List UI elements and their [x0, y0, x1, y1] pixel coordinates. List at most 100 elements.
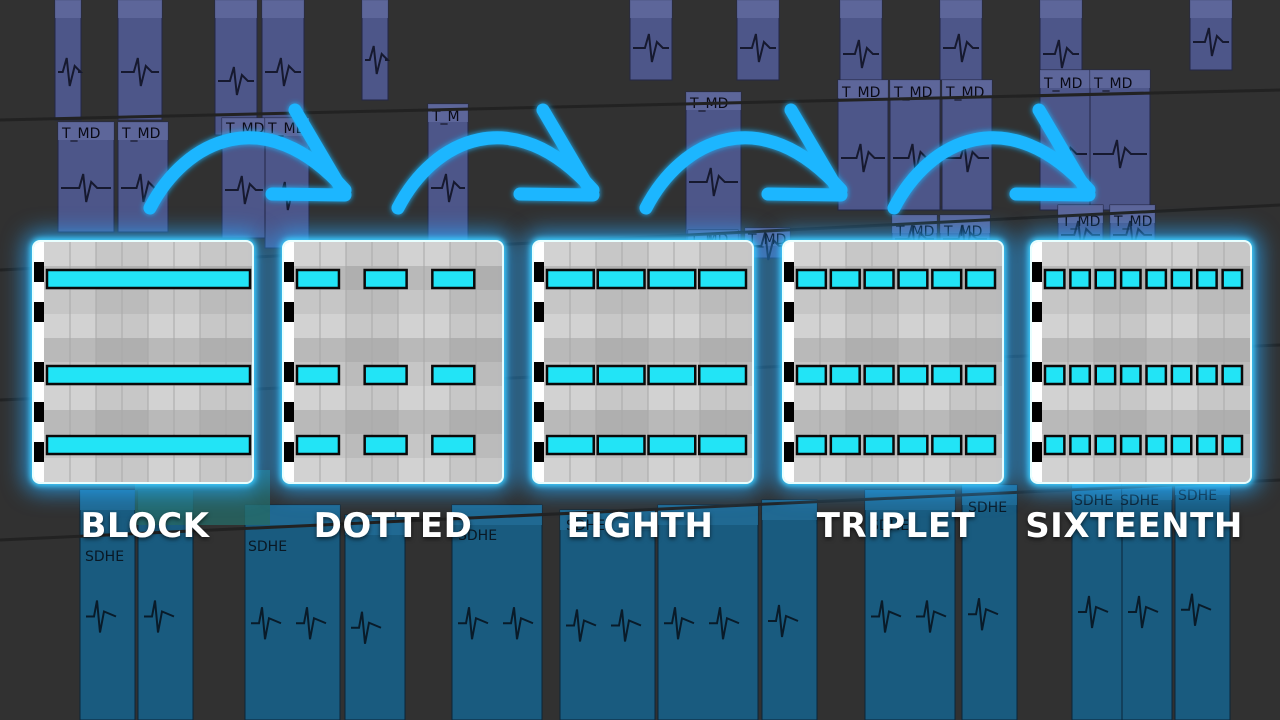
piano-key	[784, 322, 794, 342]
piano-roll-sixteenth	[1032, 242, 1250, 482]
midi-note	[931, 364, 963, 386]
piano-key	[534, 282, 544, 302]
midi-note	[1069, 434, 1091, 456]
blue-audio-clip	[451, 504, 543, 720]
piano-key	[784, 362, 794, 382]
midi-note	[596, 434, 646, 456]
purple-audio-clip	[629, 0, 673, 81]
midi-note	[1196, 268, 1218, 290]
midi-note	[295, 364, 341, 386]
midi-note	[1145, 364, 1168, 386]
piano-key	[34, 362, 44, 382]
clip-label: SDHE	[1074, 493, 1113, 509]
piano-key	[1032, 442, 1042, 462]
midi-note	[1094, 434, 1117, 456]
clip-label: T_M	[431, 109, 460, 125]
midi-note	[964, 268, 997, 290]
piano-key	[534, 442, 544, 462]
purple-audio-clip	[736, 0, 780, 81]
purple-audio-clip	[117, 0, 163, 121]
midi-note	[1043, 434, 1066, 456]
midi-note	[1196, 364, 1218, 386]
midi-note	[363, 364, 408, 386]
midi-note	[545, 434, 595, 456]
blue-audio-clip	[559, 509, 656, 720]
midi-note	[829, 364, 861, 386]
midi-note	[647, 268, 697, 290]
pattern-panel-triplet	[782, 240, 1004, 484]
midi-note	[545, 268, 595, 290]
clip-label: SDHE	[566, 518, 605, 534]
midi-note	[1119, 434, 1142, 456]
midi-note	[1094, 268, 1117, 290]
midi-note	[431, 268, 476, 290]
midi-note	[863, 434, 895, 456]
piano-roll-block	[34, 242, 252, 482]
piano-key	[1032, 422, 1042, 442]
midi-note	[698, 434, 748, 456]
piano-key	[284, 242, 294, 262]
blue-audio-clip	[761, 499, 818, 720]
piano-key	[784, 462, 794, 482]
pattern-panel-eighth	[532, 240, 754, 484]
pattern-label-block: BLOCK	[80, 506, 210, 546]
purple-audio-clip	[1189, 0, 1233, 71]
piano-key	[1032, 402, 1042, 422]
piano-key	[34, 382, 44, 402]
midi-note	[795, 434, 828, 456]
piano-key	[784, 242, 794, 262]
midi-note	[596, 364, 646, 386]
clip-label: T_MD	[1093, 76, 1132, 92]
midi-note	[1145, 268, 1168, 290]
midi-note	[596, 268, 646, 290]
piano-key	[34, 302, 44, 322]
piano-key	[1032, 342, 1042, 362]
piano-key	[534, 382, 544, 402]
midi-note	[1170, 364, 1193, 386]
midi-note	[863, 268, 895, 290]
piano-key	[1032, 362, 1042, 382]
pattern-label-dotted: DOTTED	[313, 506, 473, 546]
piano-key	[784, 442, 794, 462]
midi-note	[897, 364, 929, 386]
piano-key	[784, 342, 794, 362]
midi-note	[295, 268, 341, 290]
midi-note	[1196, 434, 1218, 456]
midi-note	[1145, 434, 1168, 456]
piano-key	[784, 382, 794, 402]
pattern-label-sixteenth: SIXTEENTH	[1025, 506, 1243, 546]
midi-note	[1170, 434, 1193, 456]
midi-note	[45, 434, 252, 456]
piano-key	[284, 422, 294, 442]
piano-key	[534, 402, 544, 422]
piano-key	[784, 282, 794, 302]
piano-key	[284, 362, 294, 382]
clip-label: T_MD	[943, 224, 982, 240]
midi-note	[1221, 434, 1244, 456]
midi-note	[897, 434, 929, 456]
blue-audio-clip	[657, 504, 759, 720]
clip-label: SDHE	[1178, 488, 1217, 504]
pattern-label-triplet: TRIPLET	[816, 506, 976, 546]
midi-note	[1043, 364, 1066, 386]
piano-key	[534, 322, 544, 342]
clip-label: SDHE	[85, 549, 124, 565]
clip-label: SDHE	[870, 518, 909, 534]
piano-roll-triplet	[784, 242, 1002, 482]
midi-note	[897, 268, 929, 290]
piano-key	[34, 342, 44, 362]
purple-audio-clip	[57, 121, 115, 233]
piano-key	[34, 282, 44, 302]
piano-key	[784, 402, 794, 422]
midi-note	[45, 268, 252, 290]
piano-key	[284, 302, 294, 322]
midi-note	[431, 434, 476, 456]
piano-roll-eighth	[534, 242, 752, 482]
midi-note	[931, 434, 963, 456]
midi-note	[795, 364, 828, 386]
midi-note	[795, 268, 828, 290]
piano-key	[34, 422, 44, 442]
pattern-panel-sixteenth	[1030, 240, 1252, 484]
piano-key	[534, 262, 544, 282]
clip-label: T_MD	[1043, 76, 1082, 92]
